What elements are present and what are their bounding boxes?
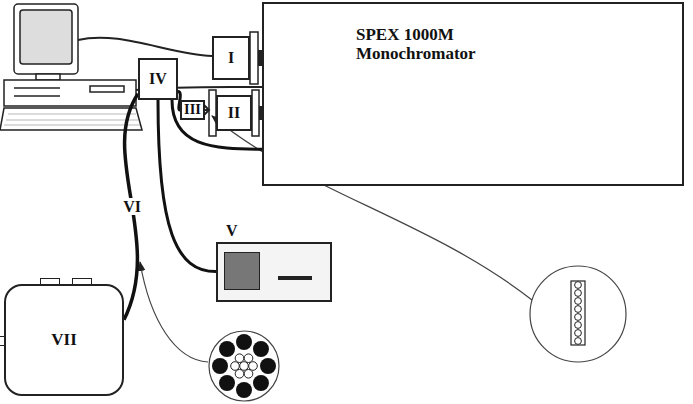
fiber-dot <box>244 354 253 363</box>
connector-tab <box>40 278 60 285</box>
fiber-dot <box>575 322 582 329</box>
fiber-dot <box>231 362 240 371</box>
fiber-dot <box>236 334 252 350</box>
fiber-dot <box>575 290 582 297</box>
front-slot <box>278 276 312 280</box>
instrument-name: SPEX 1000M Monochromator <box>356 26 506 63</box>
housing-box: VII <box>4 284 124 396</box>
fiber-dot <box>244 369 253 378</box>
part-number: III <box>184 102 201 118</box>
computer-cable <box>78 38 212 56</box>
instrument-box: II <box>216 95 252 131</box>
fiber-dot <box>575 306 582 313</box>
monochromator-box: SPEX 1000M Monochromator <box>262 2 684 186</box>
part-number: V <box>226 222 238 240</box>
part-number: I <box>228 49 234 67</box>
flange <box>252 90 259 136</box>
fiber-slit-end <box>530 266 626 362</box>
cable-label: VI <box>121 198 143 216</box>
flange <box>209 90 216 136</box>
fiber-dot <box>253 341 269 357</box>
fiber-dot <box>212 358 228 374</box>
fiber-dot <box>240 362 249 371</box>
part-number: IV <box>149 70 167 88</box>
fiber-dot <box>253 375 269 391</box>
instrument-box: III <box>180 100 205 120</box>
display-panel <box>224 252 260 290</box>
fiber-dot <box>235 354 244 363</box>
fiber-dot <box>575 338 582 345</box>
fiber-dot <box>235 369 244 378</box>
fiber-dot <box>219 341 235 357</box>
instrument-box: IV <box>138 58 178 100</box>
cable <box>158 100 216 272</box>
fiber-dot <box>236 382 252 398</box>
fiber-dot <box>575 282 582 289</box>
fiber-dot <box>575 298 582 305</box>
fiber-bundle-section <box>209 331 279 401</box>
computer <box>0 4 142 130</box>
flange <box>250 32 258 84</box>
rack-body <box>216 242 332 302</box>
fiber-dot <box>260 358 276 374</box>
fiber-dot <box>249 362 258 371</box>
fiber-dot <box>575 330 582 337</box>
connector-tab <box>72 278 92 285</box>
rack-instrument: V <box>216 222 332 302</box>
part-number: II <box>228 104 240 122</box>
leader-line <box>140 262 208 362</box>
fiber-dot <box>219 375 235 391</box>
instrument-box: I <box>212 36 250 80</box>
part-number: VII <box>51 331 77 350</box>
fiber-dot <box>575 314 582 321</box>
side-port <box>0 336 5 346</box>
